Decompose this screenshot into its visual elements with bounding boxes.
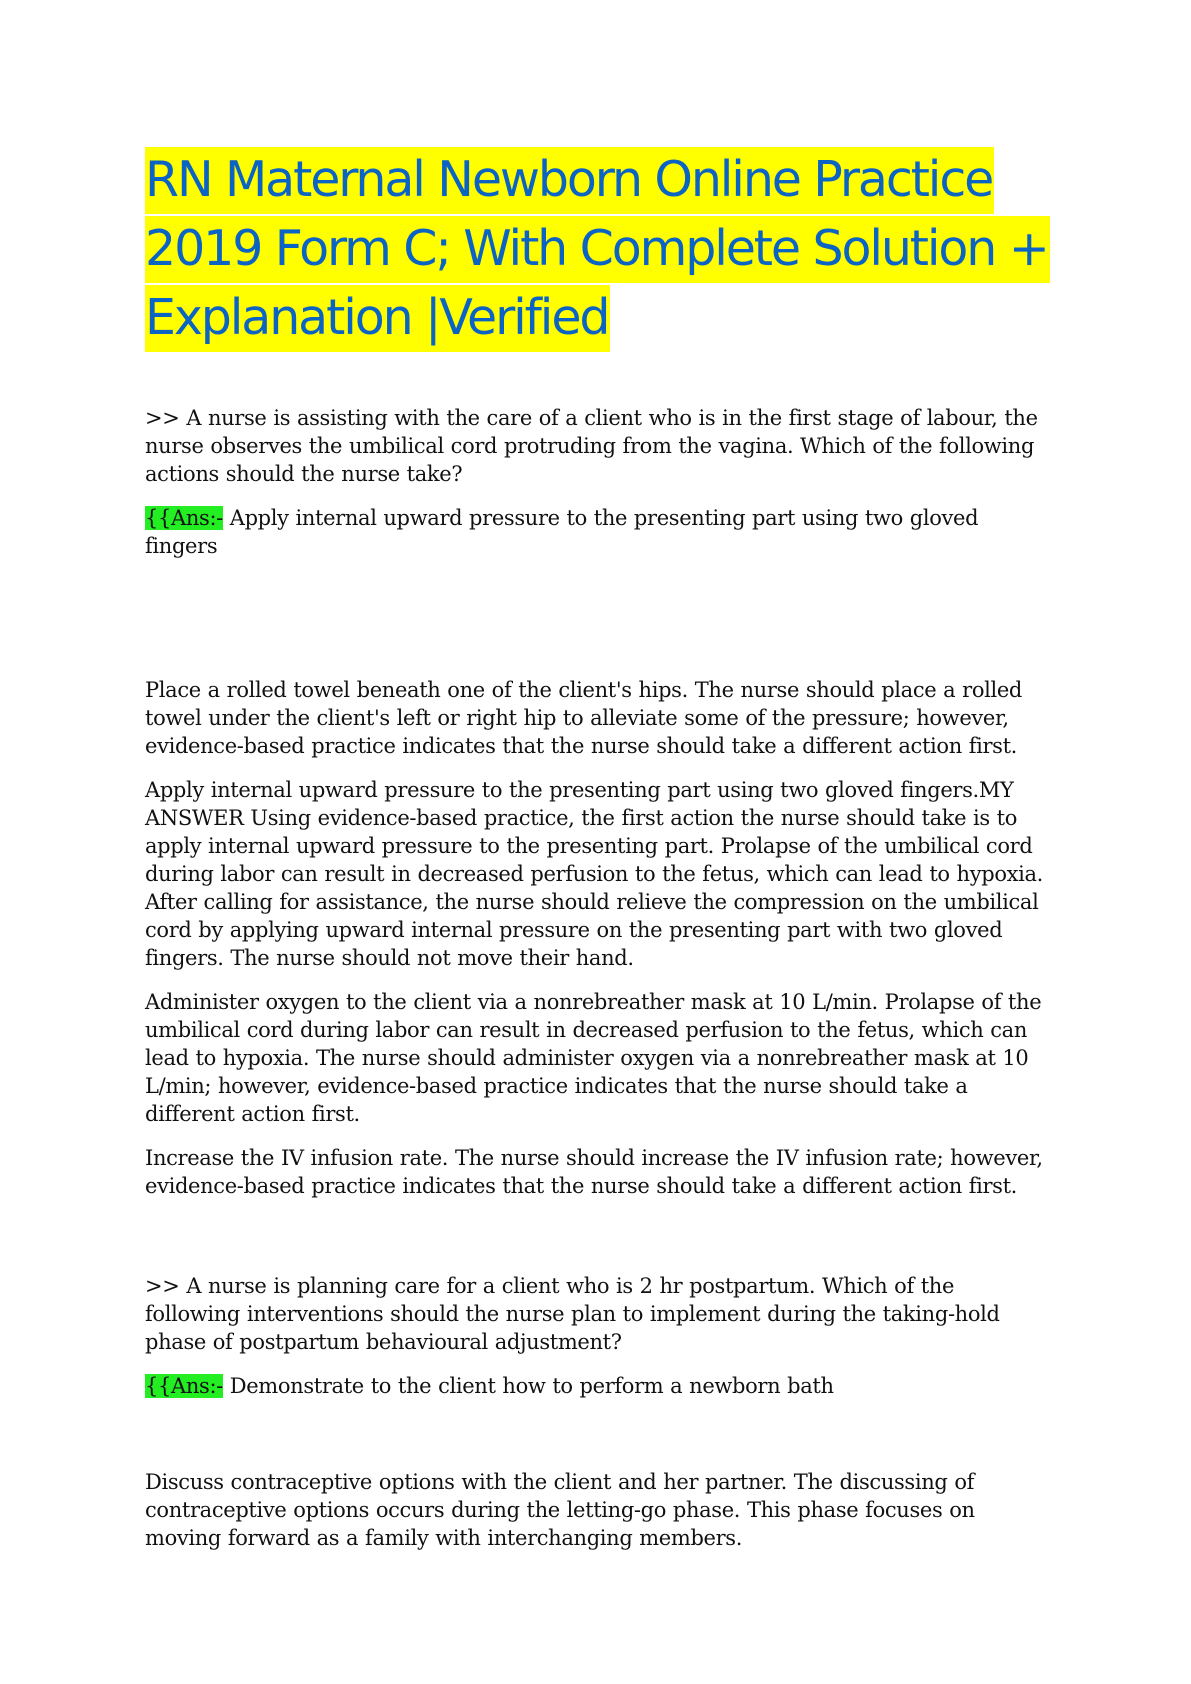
answer-2-text: Demonstrate to the client how to perform… (222, 1374, 834, 1398)
explanation-2-1: Discuss contraceptive options with the c… (145, 1470, 975, 1550)
explanation-1-4: Increase the IV infusion rate. The nurse… (145, 1146, 1043, 1198)
answer-1: {{Ans:- Apply internal upward pressure t… (145, 504, 1055, 560)
explanation-1-2: Apply internal upward pressure to the pr… (145, 778, 1043, 970)
answer-1-text: Apply internal upward pressure to the pr… (145, 506, 979, 558)
question-1: >> A nurse is assisting with the care of… (145, 406, 1038, 486)
title-highlight: RN Maternal Newborn Online Practice 2019… (145, 147, 1050, 352)
explanation-1-3: Administer oxygen to the client via a no… (145, 990, 1042, 1126)
answer-2-tag: {{Ans:- (145, 1374, 223, 1398)
question-2: >> A nurse is planning care for a client… (145, 1274, 1000, 1354)
answer-1-tag: {{Ans:- (145, 506, 223, 530)
document-page: RN Maternal Newborn Online Practice 2019… (145, 145, 1055, 1568)
explanation-1-1: Place a rolled towel beneath one of the … (145, 678, 1023, 758)
answer-2: {{Ans:- Demonstrate to the client how to… (145, 1372, 1055, 1400)
document-title: RN Maternal Newborn Online Practice 2019… (145, 145, 1055, 352)
